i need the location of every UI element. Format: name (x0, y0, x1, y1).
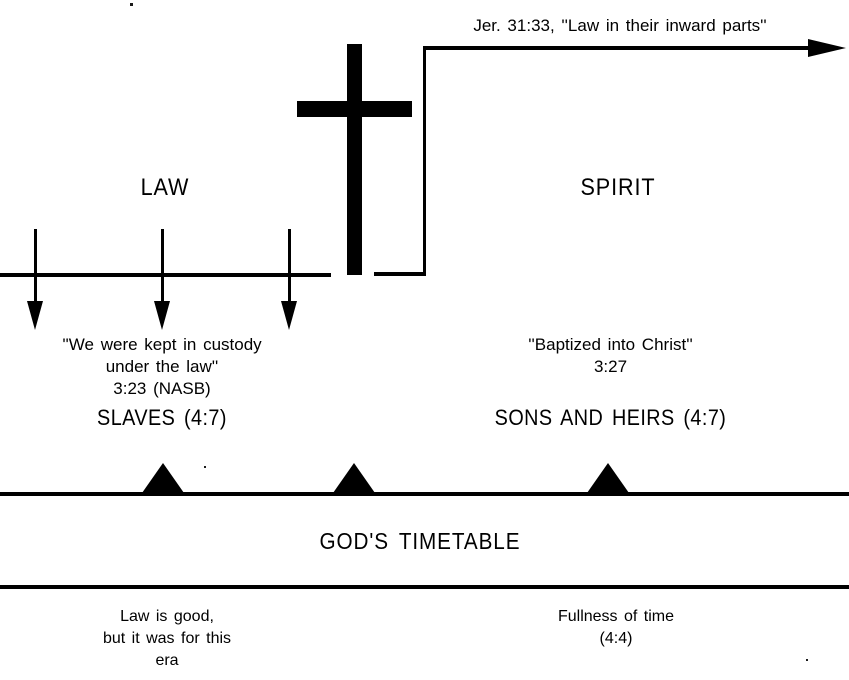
jeremiah-annotation: Jer. 31:33, ''Law in their inward parts'… (473, 16, 767, 35)
law-quote-reference: 3:23 (NASB) (113, 379, 211, 398)
timeline-marker-triangle-icon (142, 463, 184, 493)
timetable-line (0, 492, 849, 496)
down-arrow-shaft (34, 229, 37, 304)
cross-vertical-bar (347, 44, 362, 275)
down-arrow-icon (281, 229, 297, 330)
timeline-marker-triangle-icon (587, 463, 629, 493)
law-era-line (0, 273, 331, 277)
law-quote-line-1: ''We were kept in custody (62, 335, 262, 354)
sons-heirs-status-label: SONS AND HEIRS (4:7) (494, 405, 727, 430)
slaves-status-label: SLAVES (4:7) (97, 405, 227, 430)
down-arrow-head (281, 301, 297, 330)
new-covenant-arrow-line (424, 46, 808, 50)
spirit-quote-reference: 3:27 (593, 357, 628, 376)
right-arrowhead-icon (808, 39, 846, 57)
down-arrow-head (27, 301, 43, 330)
fullness-note-line-1: Fullness of time (557, 608, 675, 625)
fullness-note-line-2: (4:4) (599, 630, 633, 647)
timeline-marker-triangle-icon (333, 463, 375, 493)
scan-artifact-dot (806, 659, 808, 661)
scan-artifact-dot (130, 3, 133, 6)
law-note-line-2: but it was for this (102, 630, 232, 647)
down-arrow-icon (154, 229, 170, 330)
law-era-label: LAW (140, 174, 190, 201)
law-quote-line-2: under the law'' (105, 357, 219, 376)
spirit-era-label: SPIRIT (580, 174, 656, 201)
down-arrow-icon (27, 229, 43, 330)
bottom-rule-line (0, 585, 849, 589)
down-arrow-shaft (288, 229, 291, 304)
cross-horizontal-bar (297, 101, 412, 117)
law-note-line-3: era (155, 652, 179, 669)
scan-artifact-dot (204, 466, 206, 468)
law-note-line-1: Law is good, (120, 608, 214, 625)
cross-icon (297, 44, 412, 275)
down-arrow-shaft (161, 229, 164, 304)
down-arrow-head (154, 301, 170, 330)
cross-step-connector-line (423, 46, 426, 276)
connector-foot-line (374, 272, 426, 276)
spirit-quote-line-1: ''Baptized into Christ'' (528, 335, 693, 354)
timetable-title: GOD'S TIMETABLE (319, 528, 521, 554)
